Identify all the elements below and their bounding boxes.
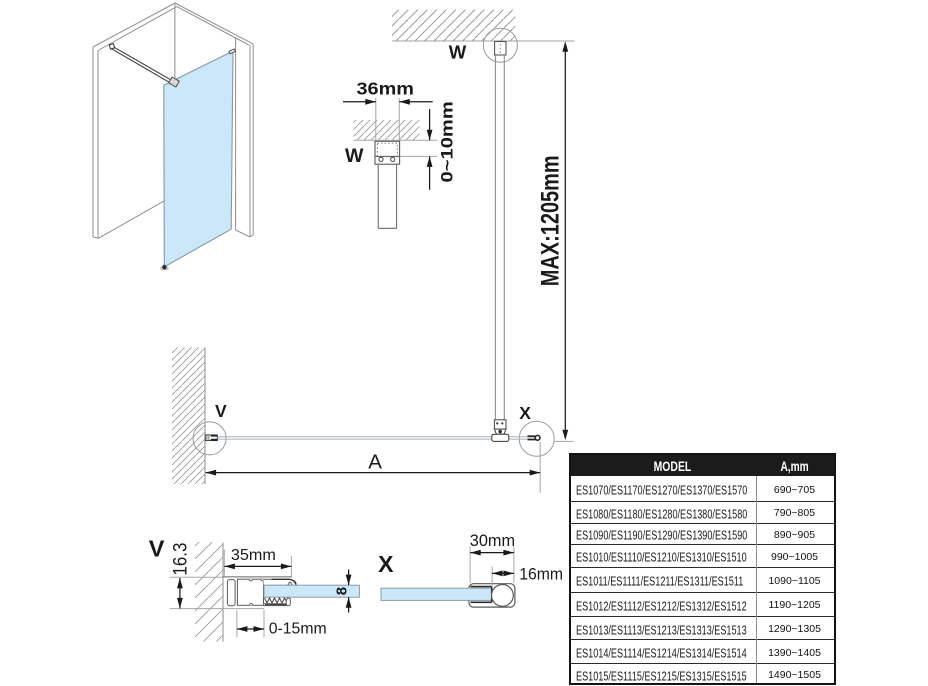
svg-text:V: V xyxy=(215,401,227,421)
svg-text:X: X xyxy=(378,551,394,577)
svg-text:A: A xyxy=(368,450,382,473)
svg-text:V: V xyxy=(149,535,165,561)
svg-text:W: W xyxy=(449,42,467,63)
svg-text:8: 8 xyxy=(334,587,351,595)
svg-text:W: W xyxy=(345,145,364,167)
svg-text:16.3: 16.3 xyxy=(170,543,191,576)
svg-text:16mm: 16mm xyxy=(519,565,563,583)
svg-text:36mm: 36mm xyxy=(357,79,415,99)
svg-text:30mm: 30mm xyxy=(470,532,515,550)
svg-text:35mm: 35mm xyxy=(231,547,276,564)
svg-text:0-15mm: 0-15mm xyxy=(269,621,327,638)
svg-text:X: X xyxy=(519,403,531,423)
svg-text:0~10mm: 0~10mm xyxy=(438,101,457,182)
svg-text:MAX:1205mm: MAX:1205mm xyxy=(537,155,565,286)
